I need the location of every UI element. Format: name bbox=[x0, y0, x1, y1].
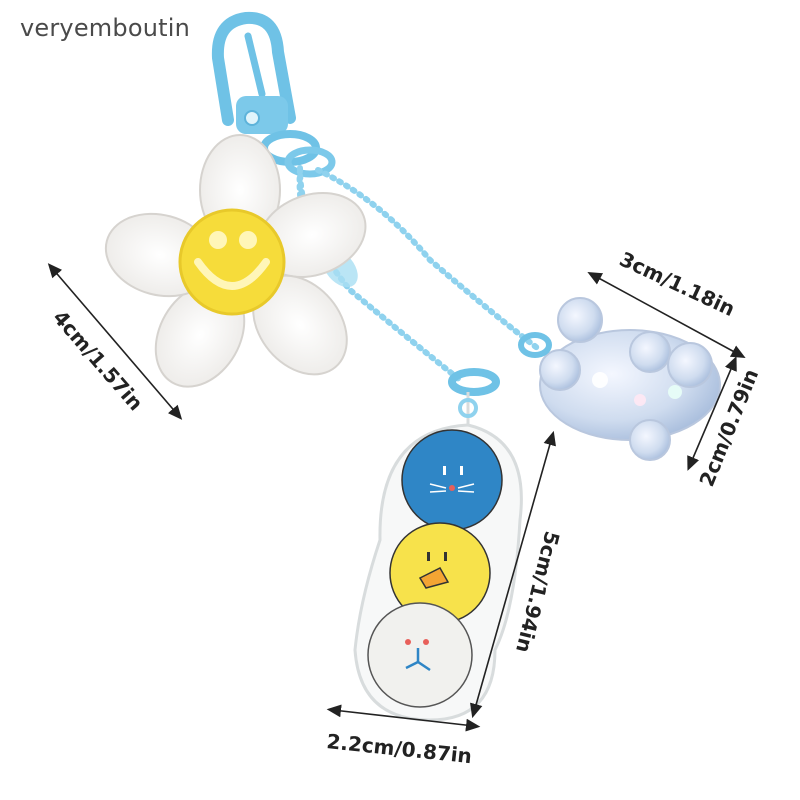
brand-watermark: veryemboutin bbox=[20, 14, 191, 42]
glitter-bear-charm bbox=[518, 297, 721, 461]
white-face bbox=[367, 602, 473, 708]
blue-face bbox=[401, 429, 503, 531]
tag-ring bbox=[448, 368, 500, 396]
bear-width-label: 3cm/1.18in bbox=[616, 247, 739, 321]
yellow-face bbox=[389, 522, 491, 624]
smiley-center bbox=[178, 208, 286, 316]
dimension-arrows bbox=[47, 263, 746, 732]
face-tag-charm bbox=[353, 392, 523, 722]
tag-width-label: 2.2cm/0.87in bbox=[325, 729, 473, 768]
